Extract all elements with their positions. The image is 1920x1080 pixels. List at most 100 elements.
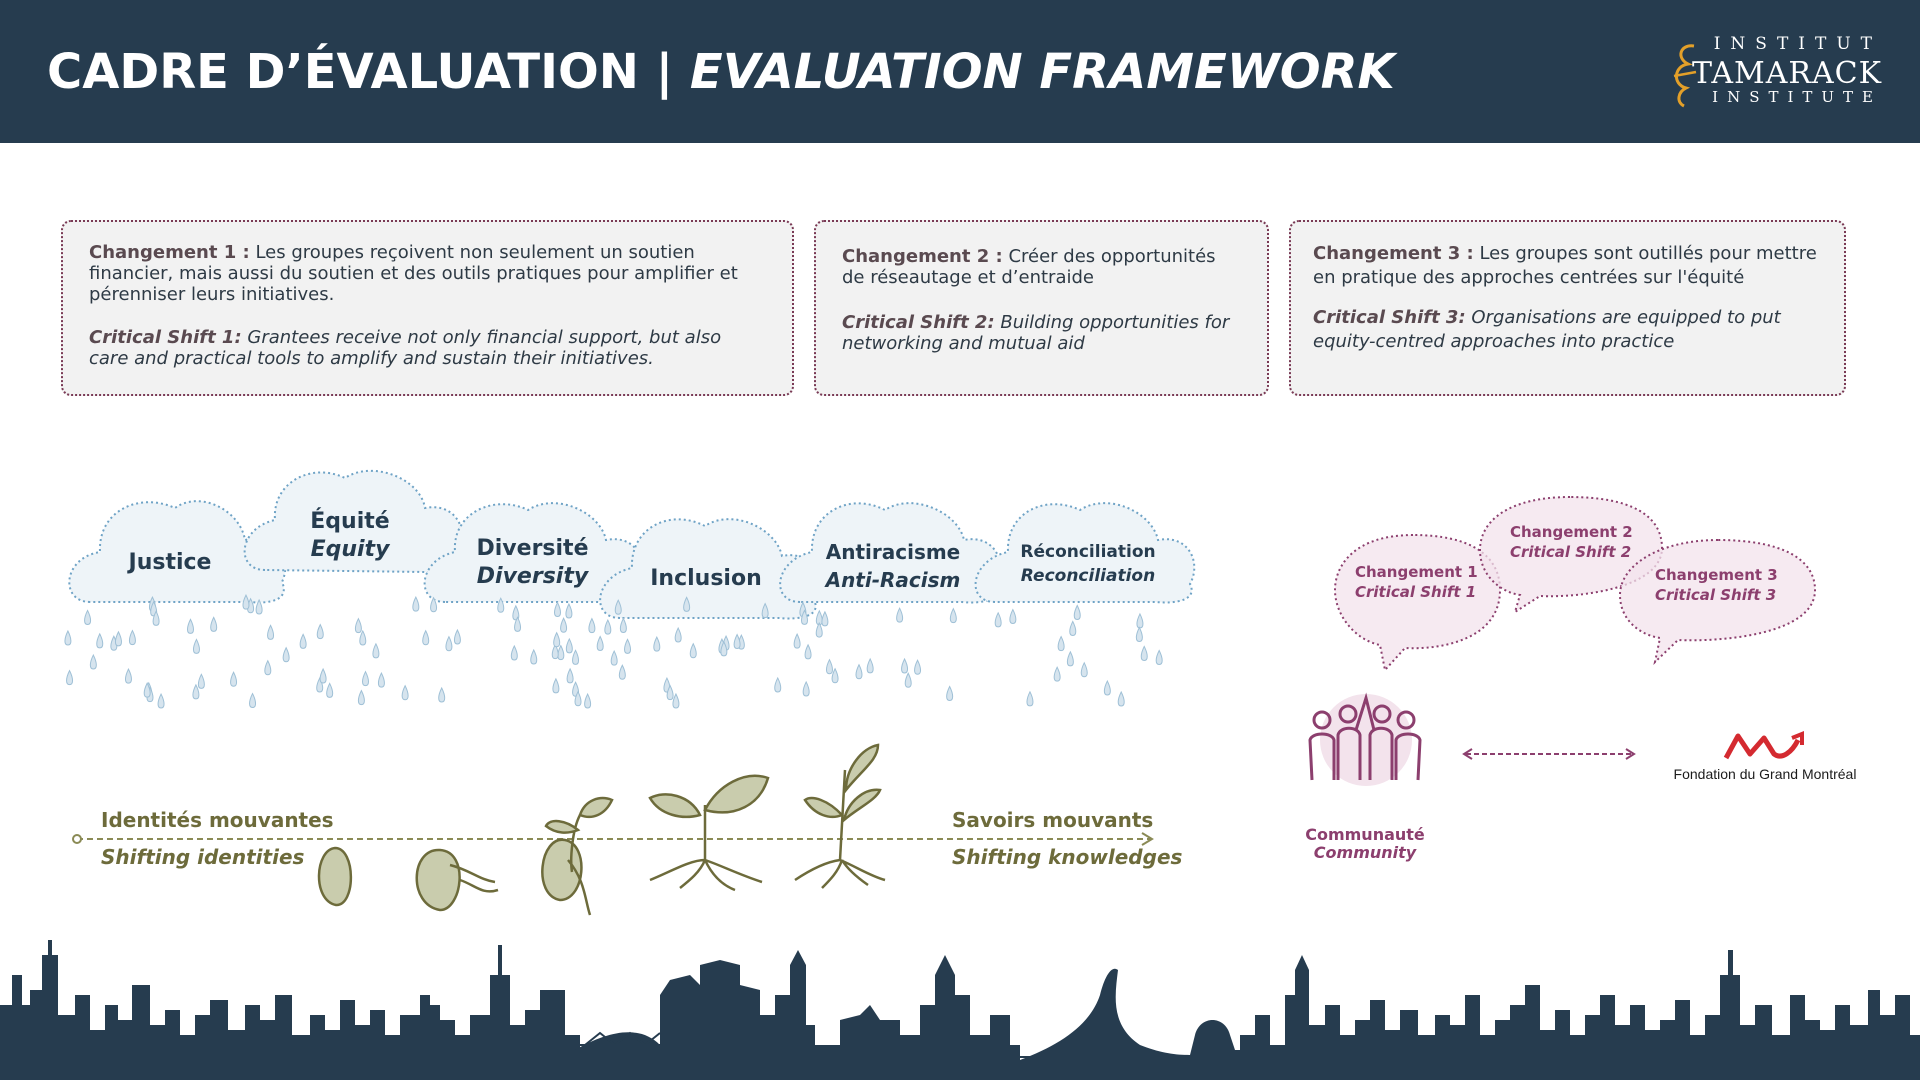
growth-left-fr: Identités mouvantes [101,808,334,832]
rain-drop [1135,626,1143,642]
cloud-label-justice: Justice [128,550,212,575]
rain-drop [84,609,92,625]
logo-line1: INSTITUT [1713,34,1882,54]
rain-drop [514,616,522,632]
sprouting-seed-icon [415,848,499,912]
rain-drop [357,689,365,706]
rain-drop [319,667,327,684]
rain-drop [793,633,801,649]
rain-drop [124,668,132,684]
rain-drop [326,682,334,698]
rain-drop [316,623,324,640]
card3-en: Critical Shift 3: Organisations are equi… [1313,306,1822,354]
rain-drop [551,643,559,660]
rain-drop [89,653,97,670]
rain-drop [362,670,369,687]
cloud-justice [68,500,287,604]
rain-drop [282,646,290,663]
title-fr: CADRE D’ÉVALUATION | [47,44,690,100]
card3-en-text: Organisations are equipped to put equity… [1313,307,1781,352]
rain-drop [242,593,250,610]
rain-drop [901,657,909,674]
rain-drop [572,649,580,665]
rain-drop [624,638,632,654]
rain-drop [552,677,560,694]
rain-drop [761,602,769,619]
cloud-reconciliation [974,502,1196,604]
growth-left-en: Shifting identities [101,845,305,869]
rain-drop [618,664,626,680]
rain-drop [588,617,596,634]
logo-line2: TAMARACK [1691,56,1882,91]
rain-drop [831,667,839,684]
rain-drop [610,649,618,666]
rain-drop [114,630,122,647]
card3-fr-text: Les groupes sont outillés pour mettre en… [1313,243,1817,288]
rain-drop [192,683,200,700]
rain-drop [157,692,165,709]
rain-drop [128,629,136,646]
rain-drop [896,607,904,623]
rain-drop [866,657,874,674]
growth-arrow-head [1141,832,1154,846]
rain-drop [674,626,682,643]
card2-fr: Changement 2 : Créer des opportunités de… [842,246,1241,288]
card2-fr-label: Changement 2 : [842,246,1003,267]
rain-drop [821,610,829,627]
card2-en-label: Critical Shift 2: [842,312,995,333]
card3-fr: Changement 3 : Les groupes sont outillés… [1313,242,1822,290]
rain-drop [497,597,505,613]
rain-drop [210,616,218,632]
card1-fr: Changement 1 : Les groupes reçoivent non… [89,242,766,305]
rain-drop [255,598,263,615]
rain-drop [566,667,574,684]
rain-drop [553,601,561,618]
rain-drop [96,632,104,649]
rain-drop [1103,679,1111,696]
rain-drop [614,599,622,615]
rain-drop [604,618,612,635]
rain-drop [1080,661,1088,678]
rain-drop [584,692,592,709]
rain-drop [192,638,200,654]
rain-drop [230,671,238,687]
rain-drop [565,637,573,654]
rain-drop [1009,608,1017,625]
rain-drop [733,633,741,650]
rain-drop [66,669,74,686]
shift-card-1: Changement 1 : Les groupes reçoivent non… [61,220,794,396]
rain-drop [377,672,385,688]
rain-drop [904,672,912,688]
rain-drop [359,629,367,646]
rain-drop [1053,666,1061,682]
rain-drop [401,684,409,701]
rain-drop [299,633,307,649]
card3-en-label: Critical Shift 3: [1313,307,1466,328]
rain-drop [574,690,582,707]
rain-drop [1057,635,1065,652]
foundation-name: Fondation du Grand Montréal [1673,766,1857,782]
rain-drop [143,681,151,698]
rain-drop [1066,650,1074,667]
page-title: CADRE D’ÉVALUATION | EVALUATION FRAMEWOR… [47,44,1395,100]
card2-fr-text: Créer des opportunités de réseautage et … [842,246,1216,288]
rain-drop [264,659,272,676]
card1-fr-label: Changement 1 : [89,242,250,263]
rain-drop [152,610,160,626]
rain-drop [560,617,568,633]
rain-drop [1073,604,1081,620]
bubble-2 [1478,495,1664,615]
card1-en-label: Critical Shift 1: [89,327,242,348]
card2-en: Critical Shift 2: Building opportunities… [842,312,1241,354]
rain-drop [825,658,833,675]
rain-drop [804,643,812,660]
growth-arrow-start [72,834,82,844]
rain-drop [1069,620,1077,636]
